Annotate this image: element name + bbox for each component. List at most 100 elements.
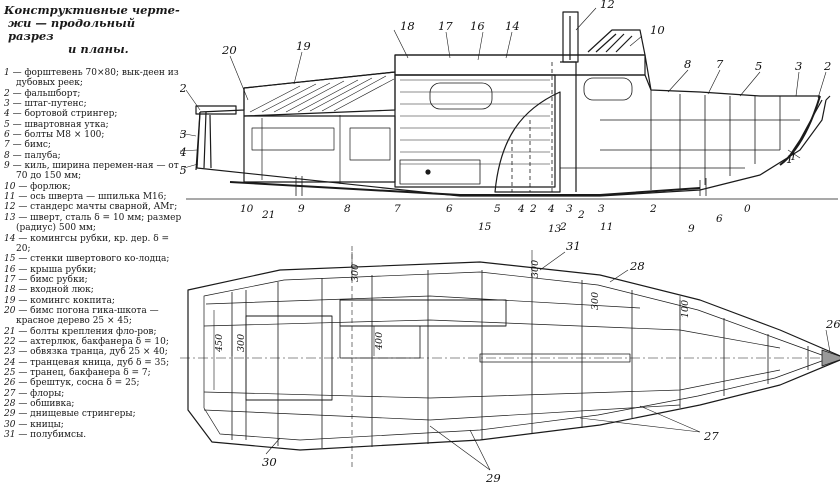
legend-text: — болты M8 × 100; <box>9 130 105 141</box>
legend-number: 18 <box>4 285 16 296</box>
profile-callout: 24 <box>180 145 187 159</box>
plan-callout: 27 <box>703 429 719 443</box>
profile-callout: 12 <box>600 0 615 11</box>
plan-stringers <box>203 295 781 421</box>
keel <box>229 181 701 196</box>
legend-item: 8 — палуба; <box>4 151 182 161</box>
profile-scale-label: 3 <box>598 203 605 215</box>
legend-number: 19 <box>4 295 16 306</box>
dimension-label: 400 <box>374 332 385 351</box>
legend-number: 17 <box>4 274 16 285</box>
legend-item: 21 — болты крепления фло-ров; <box>4 327 182 337</box>
parts-legend: 1 — форштевень 70×80; вык-деен из дубовы… <box>4 68 182 440</box>
plan-callout: 29 <box>485 471 501 485</box>
legend-item: 20 — бимс погона гика-шкота — красное де… <box>4 306 182 327</box>
profile-scale-label: 13 <box>548 223 562 235</box>
legend-item: 18 — входной люк; <box>4 285 182 295</box>
legend-item: 1 — форштевень 70×80; вык-деен из дубовы… <box>4 68 182 89</box>
legend-number: 4 <box>4 109 10 120</box>
legend-number: 22 <box>4 336 16 347</box>
profile-callout: 22 <box>180 81 187 95</box>
legend-text: — днищевые стрингеры; <box>15 409 136 420</box>
legend-item: 9 — киль, ширина перемен-ная — от 70 до … <box>4 161 182 182</box>
legend-text: — бимс рубки; <box>15 274 88 285</box>
dimension-label: 300 <box>590 292 601 310</box>
profile-scale-label: 11 <box>600 221 613 233</box>
profile-view <box>186 11 838 200</box>
plan-callout: 30 <box>262 455 277 469</box>
dimension-label: 450 <box>214 334 225 353</box>
legend-item: 5 — швартовная утка; <box>4 120 182 130</box>
cockpit-coaming <box>243 71 396 117</box>
legend-item: 4 — бортовой стрингер; <box>4 109 182 119</box>
legend-number: 9 <box>4 161 10 172</box>
legend-number: 6 <box>4 130 10 141</box>
profile-callout: 7 <box>716 57 724 71</box>
legend-item: 15 — стенки швертового ко-лодца; <box>4 254 182 264</box>
callout-labels: 1235781012141617181920222324251021987654… <box>180 0 840 485</box>
profile-callout: 5 <box>755 59 762 73</box>
plan-callout: 26 <box>825 317 840 331</box>
profile-scale-label: 2 <box>559 221 567 233</box>
legend-item: 13 — шверт, сталь δ = 10 мм; размер (рад… <box>4 213 182 234</box>
legend-text: — крыша рубки; <box>15 264 97 275</box>
legend-number: 29 <box>4 409 16 420</box>
legend-item: 10 — форлюк; <box>4 182 182 192</box>
legend-text: — бимс; <box>9 140 51 151</box>
legend-item: 2 — фальшборт; <box>4 89 182 99</box>
profile-callout: 14 <box>505 19 520 33</box>
legend-text: — ахтерлюк, бакфанера δ = 10; <box>15 336 169 347</box>
legend-text: — ось шверта — шпилька M16; <box>15 192 167 203</box>
legend-number: 3 <box>4 99 10 110</box>
profile-callout: 3 <box>795 59 802 73</box>
legend-text: — транец, бакфанера δ = 7; <box>15 367 151 378</box>
cabin <box>394 54 652 188</box>
legend-item: 17 — бимс рубки; <box>4 275 182 285</box>
profile-scale-label: 4 <box>547 203 555 215</box>
caption-line: Конструктивные черте- <box>4 3 180 17</box>
legend-text: — комингс кокпита; <box>15 295 115 306</box>
legend-number: 23 <box>4 347 16 358</box>
profile-callout: 2 <box>823 59 831 73</box>
legend-number: 10 <box>4 181 16 192</box>
mast-standard <box>562 11 579 63</box>
centerboard-trunk <box>494 61 577 193</box>
profile-scale-label: 2 <box>649 203 657 215</box>
dimension-label: 100 <box>680 300 691 318</box>
legend-number: 27 <box>4 388 16 399</box>
deck-line <box>199 54 820 113</box>
profile-scale-label: 15 <box>478 221 492 233</box>
legend-text: — палуба; <box>9 150 61 161</box>
legend-text: — входной люк; <box>15 285 94 296</box>
legend-number: 16 <box>4 264 16 275</box>
legend-item: 16 — крыша рубки; <box>4 265 182 275</box>
legend-text: — шверт, сталь δ = 10 мм; размер (радиус… <box>15 212 182 234</box>
legend-number: 13 <box>4 212 16 223</box>
keel-bolts <box>295 176 707 196</box>
profile-scale-label: 1 <box>790 151 797 163</box>
legend-text: — флоры; <box>15 388 65 399</box>
cabin-opening <box>339 299 507 327</box>
legend-item: 29 — днищевые стрингеры; <box>4 409 182 419</box>
legend-number: 2 <box>4 88 10 99</box>
boat-construction-drawing: 1235781012141617181920222324251021987654… <box>180 0 840 485</box>
legend-text: — штаг-путенс; <box>9 99 87 110</box>
profile-scale-label: 4 <box>517 203 525 215</box>
legend-item: 27 — флоры; <box>4 389 182 399</box>
legend-item: 22 — ахтерлюк, бакфанера δ = 10; <box>4 337 182 347</box>
legend-number: 14 <box>4 233 16 244</box>
plan-callout: 31 <box>566 239 581 253</box>
plan-frames <box>231 270 809 448</box>
stern-hatch <box>195 105 237 115</box>
legend-number: 28 <box>4 399 16 409</box>
forestay-bow <box>779 95 821 166</box>
legend-item: 23 — обвязка транца, дуб 25 × 40; <box>4 347 182 357</box>
cockpit-opening <box>245 315 333 401</box>
legend-item: 24 — транцевая кница, дуб δ = 35; <box>4 358 182 368</box>
profile-scale-label: 9 <box>688 223 695 235</box>
dimension-label: 300 <box>236 334 247 352</box>
legend-text: — брештук, сосна δ = 25; <box>15 378 140 389</box>
legend-text: — обшивка; <box>15 399 75 409</box>
profile-scale-label: 3 <box>566 203 573 215</box>
legend-text: — болты крепления фло-ров; <box>15 326 157 337</box>
